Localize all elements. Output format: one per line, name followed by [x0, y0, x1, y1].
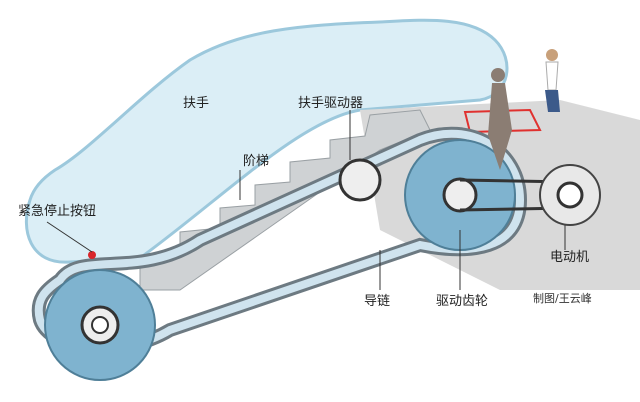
- label-drive-gear: 驱动齿轮: [436, 294, 489, 309]
- drive-gear: [404, 139, 516, 251]
- label-steps: 阶梯: [243, 154, 270, 169]
- emergency-stop-button: [88, 251, 96, 259]
- motor: [539, 164, 601, 226]
- label-emergency-stop: 紧急停止按钮: [18, 204, 97, 219]
- label-guide-chain: 导链: [364, 294, 391, 309]
- handrail-drive: [338, 158, 382, 202]
- handrail-shape: [24, 18, 509, 264]
- people-figures: [488, 49, 560, 170]
- label-motor: 电动机: [550, 250, 590, 265]
- label-handrail-drive: 扶手驱动器: [298, 96, 364, 111]
- lower-gear: [44, 269, 156, 381]
- label-handrail: 扶手: [183, 96, 210, 111]
- credit: 制图/王云峰: [533, 292, 592, 305]
